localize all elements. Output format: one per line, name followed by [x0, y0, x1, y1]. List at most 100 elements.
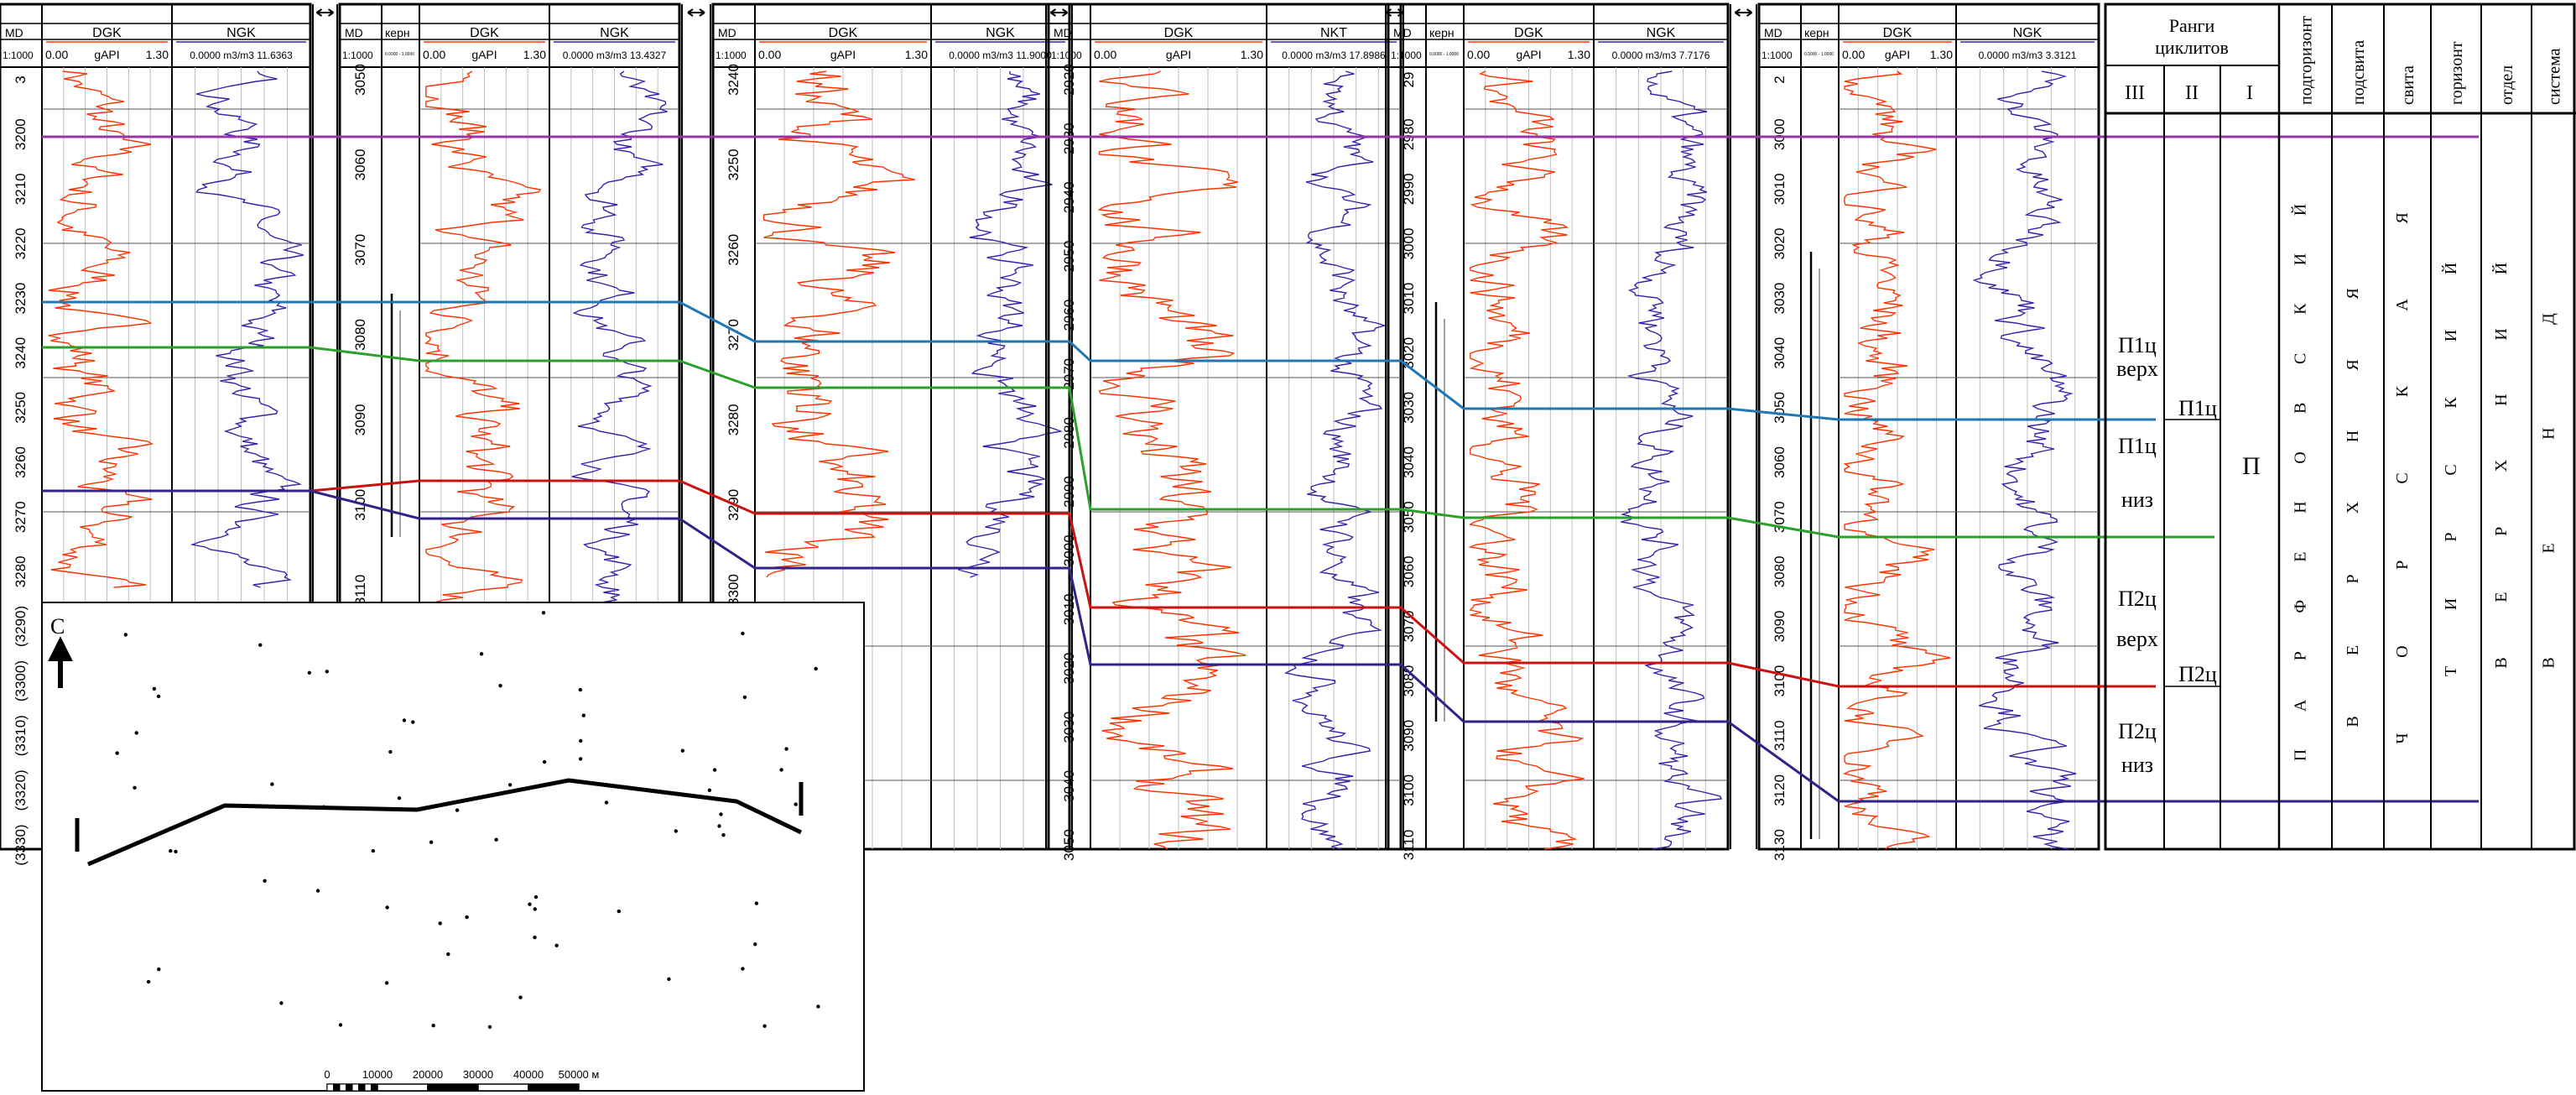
- unit-letter: Н: [2292, 501, 2310, 513]
- unit-letter: А: [2393, 299, 2412, 311]
- well-location-dot: [498, 684, 502, 688]
- strat-header-4: отдел: [2498, 65, 2516, 105]
- unit-letter: Х: [2344, 501, 2362, 514]
- well-location-dot: [554, 943, 559, 948]
- depth-tick-label: 3080: [1401, 665, 1417, 697]
- strat-table-frame: [2104, 3, 2576, 851]
- well-location-dot: [325, 670, 329, 674]
- depth-tick-label: 3000: [1401, 228, 1417, 260]
- unit-letter: А: [2292, 699, 2310, 712]
- depth-tick-label: 3270: [726, 319, 742, 351]
- well-location-dot: [152, 686, 157, 691]
- core-label: керн: [1429, 26, 1455, 39]
- dgk-track-title: DGK: [470, 26, 499, 40]
- well-location-dot: [123, 633, 128, 637]
- rank2-label: П2ц: [2178, 662, 2217, 686]
- unit-letter: К: [2393, 385, 2412, 397]
- unit-letter: В: [2492, 657, 2511, 668]
- unit-letter: Й: [2491, 263, 2511, 274]
- well-location-dot: [371, 848, 375, 853]
- dgk-unit: gAPI: [1885, 48, 1910, 61]
- depth-tick-label: 29: [1401, 72, 1417, 88]
- well-location-dot: [753, 942, 757, 946]
- scale-bar-segment: [351, 1083, 359, 1092]
- link-arrow-icon[interactable]: [1734, 8, 1753, 17]
- dgk-curve: [1097, 70, 1246, 850]
- dgk-scale-max: 1.30: [1568, 48, 1590, 61]
- depth-tick-label: 3030: [1401, 392, 1417, 424]
- depth-tick-label: 3040: [1401, 446, 1417, 478]
- scale-bar-label: 50000 м: [559, 1068, 600, 1081]
- well-location-dot: [411, 720, 415, 724]
- unit-letter: И: [2492, 328, 2511, 340]
- dgk-curve: [1468, 70, 1585, 850]
- well-location-dot: [169, 848, 173, 853]
- unit-letter: Я: [2344, 359, 2362, 370]
- unit-letter: С: [2292, 353, 2310, 364]
- depth-tick-label: 3010: [1401, 283, 1417, 315]
- unit-letter: Я: [2393, 212, 2412, 223]
- well-location-dot: [133, 785, 137, 790]
- depth-tick-label: 3100: [1401, 774, 1417, 806]
- dgk-unit: gAPI: [830, 48, 856, 61]
- strat-header-5: система: [2546, 48, 2564, 105]
- well-location-dot: [754, 901, 759, 905]
- well-location-dot: [721, 833, 726, 837]
- panel-frame: [711, 3, 1071, 851]
- depth-tick-label: 2930: [1061, 123, 1077, 154]
- unit-letter: Д: [2540, 313, 2558, 325]
- ngk-track-title: NKT: [1320, 26, 1347, 40]
- depth-tick-label: (3310): [13, 715, 29, 756]
- well-location-dot: [707, 788, 712, 792]
- well-location-dot: [742, 695, 747, 700]
- md-label: MD: [345, 26, 363, 39]
- depth-tick-label: 3090: [1772, 611, 1788, 643]
- depth-tick-label: 3020: [1772, 228, 1788, 260]
- well-location-dot: [487, 1025, 492, 1030]
- link-arrow-icon[interactable]: [315, 8, 335, 17]
- depth-tick-label: 2990: [1401, 173, 1417, 205]
- md-label: MD: [1764, 26, 1782, 39]
- unit-letter: И: [2442, 598, 2460, 610]
- well-location-dot: [741, 631, 745, 636]
- well-location-dot: [446, 952, 450, 957]
- depth-tick-label: 3010: [1061, 593, 1077, 625]
- panel-frame: [1387, 3, 1730, 851]
- ngk-scale: 0.0000 m3/m3 11.9000: [949, 50, 1052, 61]
- unit-letter: Р: [2492, 527, 2511, 536]
- depth-tick-label: 3220: [13, 228, 29, 260]
- ngk-track-title: NGK: [986, 26, 1015, 40]
- dgk-track-title: DGK: [1883, 26, 1912, 40]
- well-location-dot: [617, 909, 621, 914]
- depth-tick-label: 3050: [352, 64, 368, 96]
- depth-tick-label: (3320): [13, 769, 29, 811]
- dgk-unit: gAPI: [471, 48, 497, 61]
- depth-tick-label: 3060: [352, 149, 368, 180]
- scale-bar-label: 20000: [413, 1068, 443, 1081]
- unit-letter: С: [2442, 464, 2460, 475]
- strat-header-0: подгоризонт: [2298, 16, 2316, 105]
- cyclite-label: П1ц: [2118, 434, 2157, 458]
- well-location-dot: [156, 694, 161, 699]
- depth-tick-label: 3080: [1772, 555, 1788, 587]
- depth-tick-label: (3300): [13, 660, 29, 701]
- ranks-title: циклитов: [2155, 37, 2229, 58]
- link-arrow-icon[interactable]: [687, 8, 705, 17]
- rank-I-label: I: [2246, 82, 2253, 104]
- cyclite-label: верх: [2116, 627, 2158, 651]
- core-scale-label: 0.0000 - 1.0000: [385, 52, 414, 57]
- rank2-label: П1ц: [2178, 396, 2217, 420]
- scale-bar-segment: [326, 1083, 334, 1092]
- dgk-scale-min: 0.00: [758, 48, 781, 61]
- well-location-dot: [578, 687, 582, 692]
- well-location-dot: [816, 1004, 820, 1009]
- link-arrow-icon[interactable]: [1049, 8, 1069, 17]
- unit-letter: Й: [2441, 263, 2460, 274]
- well-location-dot: [528, 902, 532, 906]
- depth-tick-label: 3010: [1772, 173, 1788, 205]
- scale-bar-label: 0: [324, 1068, 330, 1081]
- well-location-dot: [762, 1024, 767, 1029]
- well-location-dot: [438, 921, 442, 926]
